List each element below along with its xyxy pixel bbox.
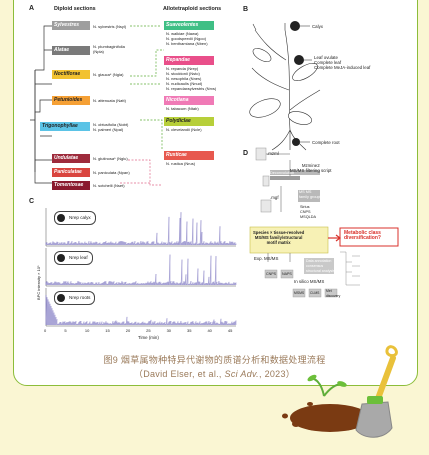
x-tick-0: 0 xyxy=(44,328,47,333)
tool-msqlda: MSQLDA xyxy=(300,215,317,219)
insilico-msms: In silico MS/MS xyxy=(294,279,325,284)
section-rusticae: Rusticae xyxy=(164,151,214,160)
x-tick-45: 45 xyxy=(227,328,233,333)
shovel-icon xyxy=(355,345,398,438)
leaf-label: Leaf ovulate Complete leaf Complete MeJA… xyxy=(314,55,371,70)
x-tick-40: 40 xyxy=(207,328,212,333)
x-tick-10: 10 xyxy=(84,328,90,333)
trace-axis-1 xyxy=(45,248,236,287)
species-paniculata: N. paniculata (Npan) xyxy=(93,170,130,175)
x-tick-20: 20 xyxy=(125,328,131,333)
trace-label-leaf-text: Nrep leaf xyxy=(69,255,88,260)
trace-label-calyx: Nrep calyx xyxy=(54,211,96,225)
section-sylvestres: Sylvestres xyxy=(52,21,90,30)
x-tick-30: 30 xyxy=(166,328,172,333)
trace-line-1 xyxy=(45,254,237,286)
mzml-label: .mzml xyxy=(267,151,279,156)
panel-c-letter: C xyxy=(29,198,35,205)
data-annotation: Data annotation consensus structural ana… xyxy=(306,259,335,273)
section-nicotiana: Nicotiana xyxy=(164,96,214,105)
trace-axis-0 xyxy=(45,208,236,247)
species-obtusifolia: N. obtusifolia (Nobt) N. palmeri (Npal) xyxy=(93,122,129,132)
species-sylvestris: N. sylvestris (Nsyl) xyxy=(93,24,127,29)
species-sotchelli: N. sotchelli (Nset) xyxy=(93,183,125,188)
exp-msms: Exp. MS/MS xyxy=(254,256,279,261)
citation-year: , 2023） xyxy=(258,369,296,379)
section-trigonophyllae: Trigonophyllae xyxy=(40,122,90,131)
diversification-question: Metabolic class diversification? xyxy=(344,230,381,241)
x-tick-25: 25 xyxy=(146,328,151,333)
figure-caption: 图9 烟草属物种特异代谢物的质谱分析和数据处理流程 xyxy=(103,355,326,365)
root-label: Complete root xyxy=(312,140,340,145)
figure-citation: （David Elser, et al., Sci Adv., 2023） xyxy=(0,367,429,380)
section-repandae: Repandae xyxy=(164,56,214,65)
species-clevelandii: N. clevelandii (Ncle) xyxy=(166,127,202,132)
trace-label-leaf: Nrep leaf xyxy=(54,251,93,265)
panel-b-letter: B xyxy=(243,6,249,13)
bottom-tool-cnps: CNPS xyxy=(266,272,276,276)
x-axis-label: Time (min) xyxy=(138,335,159,340)
species-suaveolentes: N. walkiae (Nawa) N. goodspeedii (Ngoo) … xyxy=(166,31,208,46)
section-suaveolentes: Suaveolentes xyxy=(164,21,214,30)
trace-label-roots-text: Nrep roots xyxy=(69,295,91,300)
trace-label-calyx-text: Nrep calyx xyxy=(69,215,91,220)
tool-cnps: CNPS xyxy=(300,210,311,214)
tool-sirius: Sirius xyxy=(300,205,310,209)
x-tick-15: 15 xyxy=(105,328,110,333)
trace-label-roots: Nrep roots xyxy=(54,291,96,305)
bottom-tool-naps: NAPS xyxy=(282,272,292,276)
species-glauca: N. glauca* (Ngla) xyxy=(93,72,124,77)
section-petunioides: Petunioides xyxy=(52,96,90,105)
bottom-tool-clms: CLMS xyxy=(310,291,320,295)
step-deconvolution: Deconvolution xyxy=(270,171,295,175)
section-polydiclae: Polydiclae xyxy=(164,117,214,126)
section-noctiflorae: Noctiflorae xyxy=(52,70,90,79)
section-alatae: Alatae xyxy=(52,46,90,55)
species-glutinosa: N. glutinosa* (Nglu) xyxy=(93,156,128,161)
sprout-icon xyxy=(311,377,343,397)
bottom-tool-msms: MSMS xyxy=(294,291,305,295)
soil-mound xyxy=(290,404,370,432)
panel-a-letter: A xyxy=(29,5,35,12)
species-attenuata: N. attenuata (Natt) xyxy=(93,98,126,103)
diploid-title: Diploid sections xyxy=(54,6,96,12)
species-plumbaginifolia: N. plumbaginifolia (Npla) xyxy=(93,44,125,54)
msms-grouping: MS MS family grouping xyxy=(299,190,325,199)
matrix-label: Species × tissue-resolved MS/MS family/s… xyxy=(253,230,305,245)
mgf-label: .mgf xyxy=(270,195,279,200)
section-paniculatae: Paniculatae xyxy=(52,168,90,177)
section-undulatae: Undulatae xyxy=(52,154,90,163)
bottom-tool-met: Met discovery xyxy=(326,289,341,298)
step-deconv: Mzmine2 MS/MS filtering script xyxy=(290,163,332,173)
citation-authors: （David Elser, et al., xyxy=(133,369,225,379)
x-tick-35: 35 xyxy=(187,328,192,333)
panel-d-letter: D xyxy=(243,150,249,157)
calyx-label: Calyx xyxy=(312,24,323,29)
trace-line-2 xyxy=(45,295,237,326)
species-rustica: N. rustica (Nrus) xyxy=(166,161,196,166)
trace-line-0 xyxy=(45,212,237,246)
allotetraploid-title: Allotetraploid sections xyxy=(163,6,222,12)
citation-journal: Sci Adv. xyxy=(224,369,259,379)
figure-card xyxy=(13,0,418,386)
section-tomentosae: Tomentosae xyxy=(52,181,90,190)
species-repandae: N. repanda (Nrep) N. stocktonii (Nsto) N… xyxy=(166,66,217,91)
x-tick-5: 5 xyxy=(64,328,67,333)
species-tabacum: N. tabacum (Ntab) xyxy=(166,106,199,111)
